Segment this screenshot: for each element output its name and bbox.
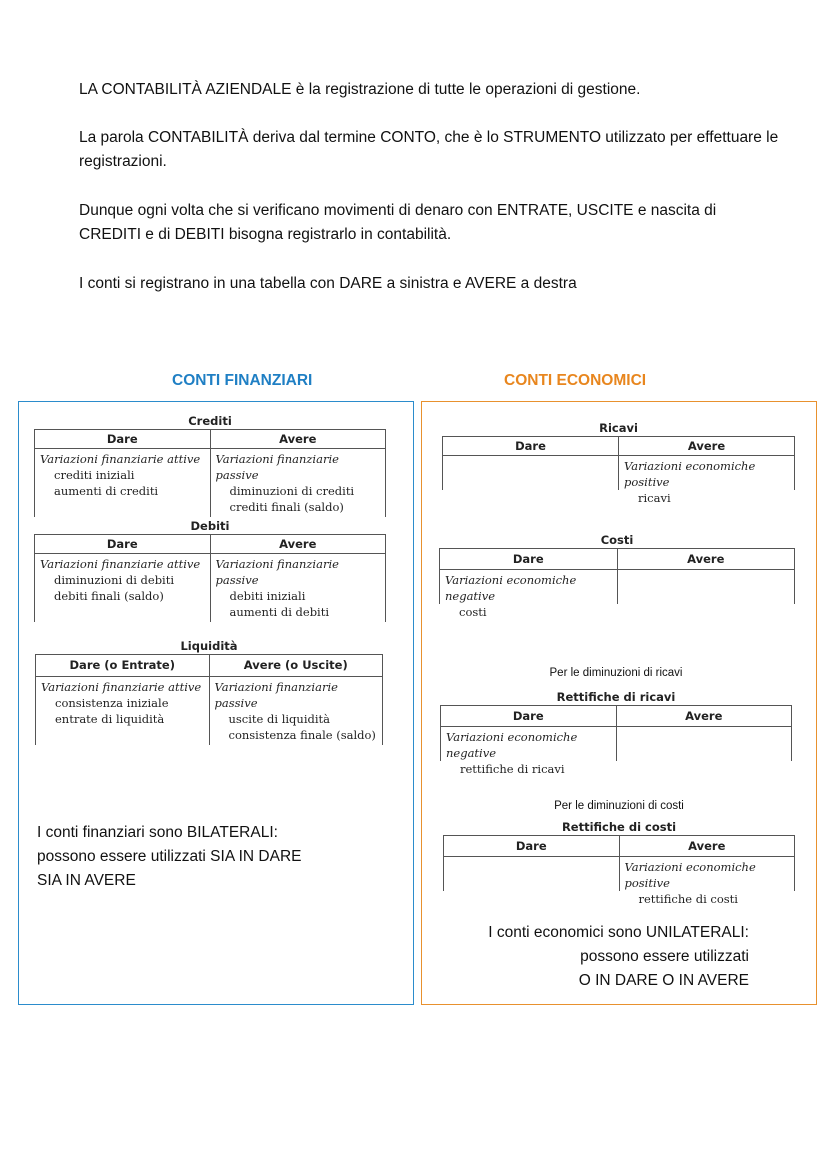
summary-line: O IN DARE O IN AVERE xyxy=(578,972,749,989)
dare-header: Dare xyxy=(515,439,546,453)
entry: debiti iniziali xyxy=(229,589,306,603)
account-crediti: Crediti Dare Avere Variazioni finanziarie… xyxy=(34,413,386,517)
dare-header: Dare xyxy=(512,709,544,723)
account-title: Rettifiche di ricavi xyxy=(556,690,676,704)
intro-paragraph-2: La parola CONTABILITÀ deriva dal termine… xyxy=(79,129,779,170)
entry: uscite di liquidità xyxy=(228,712,331,726)
title-conti-finanziari: CONTI FINANZIARI xyxy=(172,372,313,389)
summary-line: I conti economici sono UNILATERALI: xyxy=(488,924,749,941)
entry-heading: Variazioni finanziarie passive xyxy=(214,680,338,710)
account-title: Crediti xyxy=(188,414,232,428)
entry: crediti finali (saldo) xyxy=(229,500,344,514)
summary-line: SIA IN AVERE xyxy=(37,872,136,889)
entry-heading: Variazioni finanziarie passive xyxy=(215,452,339,482)
avere-header: Avere xyxy=(618,836,795,856)
avere-header: Avere xyxy=(618,437,794,455)
entry: crediti iniziali xyxy=(54,468,135,482)
account-title: Ricavi xyxy=(599,421,638,435)
avere-header: Avere xyxy=(616,549,795,569)
avere-header: Avere xyxy=(209,430,386,448)
dare-column xyxy=(443,456,618,490)
avere-column: Variazioni finanziarie passive debiti in… xyxy=(209,554,386,622)
dare-header: Dare xyxy=(512,552,544,566)
intro-paragraph-3: Dunque ogni volta che si verificano movi… xyxy=(79,202,717,243)
dare-header: Dare xyxy=(106,432,138,446)
entry-heading: Variazioni finanziarie attive xyxy=(41,680,202,694)
avere-column xyxy=(616,570,795,604)
summary-line: possono essere utilizzati xyxy=(580,948,749,965)
summary-line: possono essere utilizzati SIA IN DARE xyxy=(37,848,302,865)
entry: rettifiche di ricavi xyxy=(460,762,565,776)
dare-header: Dare (o Entrate) xyxy=(69,658,175,672)
finanziari-box xyxy=(18,401,414,1005)
summary-line: I conti finanziari sono BILATERALI: xyxy=(37,824,278,841)
entry-heading: Variazioni economiche negative xyxy=(446,730,578,760)
avere-column xyxy=(615,727,792,761)
account-title: Liquidità xyxy=(180,639,238,653)
entry-heading: Variazioni finanziarie passive xyxy=(215,557,339,587)
account-title: Rettifiche di costi xyxy=(561,820,677,834)
avere-header: Avere (o Uscite) xyxy=(208,655,383,676)
entry: ricavi xyxy=(638,491,671,505)
avere-header: Avere xyxy=(615,706,792,726)
entry: debiti finali (saldo) xyxy=(54,589,164,603)
dare-column: Variazioni economiche negative costi xyxy=(440,570,617,619)
note-diminuzioni-ricavi: Per le diminuzioni di ricavi xyxy=(549,667,683,679)
entry: aumenti di crediti xyxy=(54,484,159,498)
dare-column: Variazioni finanziarie attive diminuzion… xyxy=(35,554,210,622)
entry: aumenti di debiti xyxy=(229,605,330,619)
account-title: Costi xyxy=(600,533,634,547)
finanziari-summary: I conti finanziari sono BILATERALI: poss… xyxy=(37,821,301,893)
entry: diminuzioni di crediti xyxy=(229,484,355,498)
account-title: Debiti xyxy=(190,519,230,533)
note-diminuzioni-costi: Per le diminuzioni di costi xyxy=(554,800,684,812)
avere-column: Variazioni finanziarie passive uscite di… xyxy=(208,677,383,745)
account-liquidita: Liquidità Dare (o Entrate) Avere (o Uscit… xyxy=(35,638,383,745)
intro-paragraph-4: I conti si registrano in una tabella con… xyxy=(79,275,577,292)
dare-column xyxy=(444,857,619,891)
dare-column: Variazioni finanziarie attive crediti in… xyxy=(35,449,210,517)
entry-heading: Variazioni economiche negative xyxy=(445,573,577,603)
entry-heading: Variazioni finanziarie attive xyxy=(40,452,201,466)
avere-column: Variazioni finanziarie passive diminuzio… xyxy=(209,449,386,517)
entry-heading: Variazioni economiche positive xyxy=(624,860,756,890)
entry: rettifiche di costi xyxy=(638,892,738,906)
intro-paragraph-1: LA CONTABILITÀ AZIENDALE è la registrazi… xyxy=(79,81,641,98)
dare-header: Dare xyxy=(515,839,547,853)
entry: diminuzioni di debiti xyxy=(54,573,175,587)
entry-heading: Variazioni economiche positive xyxy=(624,459,756,489)
account-ricavi: Ricavi Dare Avere Variazioni economiche p… xyxy=(442,420,795,505)
entry: consistenza finale (saldo) xyxy=(228,728,376,742)
avere-column: Variazioni economiche positive ricavi xyxy=(618,456,794,505)
economici-box xyxy=(421,401,817,1005)
avere-header: Avere xyxy=(209,535,386,553)
entry: consistenza iniziale xyxy=(55,696,169,710)
avere-column: Variazioni economiche positive rettifich… xyxy=(618,857,795,906)
entry: entrate di liquidità xyxy=(55,712,165,726)
entry-heading: Variazioni finanziarie attive xyxy=(40,557,201,571)
account-rettifiche-ricavi: Rettifiche di ricavi Dare Avere Variazion… xyxy=(440,689,792,776)
title-conti-economici: CONTI ECONOMICI xyxy=(504,372,647,389)
economici-summary: I conti economici sono UNILATERALI: poss… xyxy=(468,921,749,993)
dare-column: Variazioni economiche negative rettifich… xyxy=(441,727,616,776)
dare-header: Dare xyxy=(106,537,138,551)
account-debiti: Debiti Dare Avere Variazioni finanziarie … xyxy=(34,518,386,622)
account-rettifiche-costi: Rettifiche di costi Dare Avere Variazioni… xyxy=(443,819,795,906)
dare-column: Variazioni finanziarie attive consistenz… xyxy=(36,677,209,745)
account-costi: Costi Dare Avere Variazioni economiche ne… xyxy=(439,532,795,619)
entry: costi xyxy=(459,605,487,619)
